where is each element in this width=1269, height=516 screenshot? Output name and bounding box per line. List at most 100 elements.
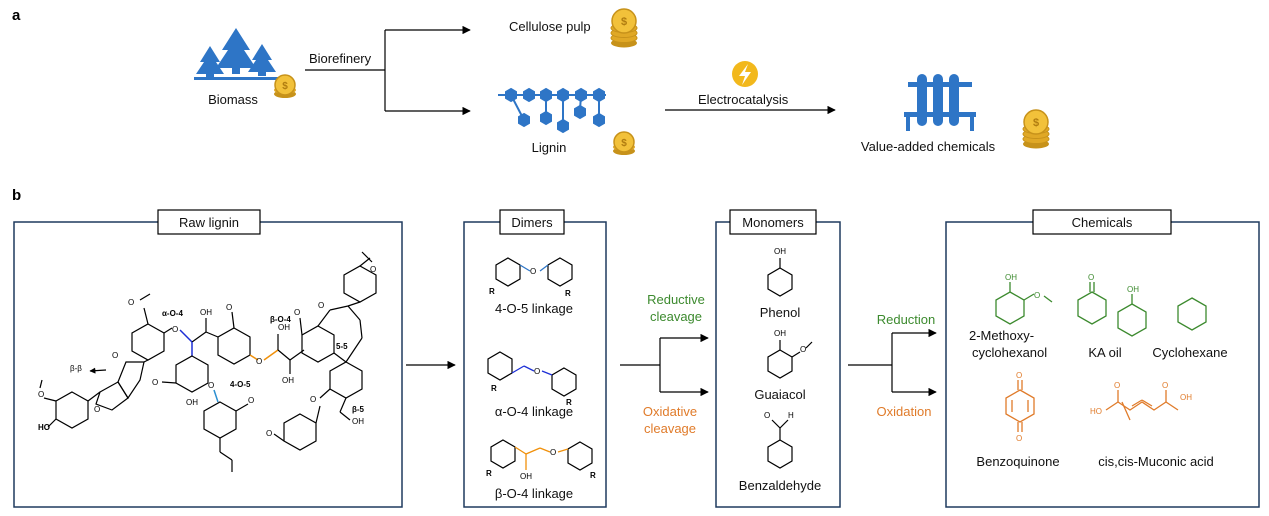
svg-text:OH: OH [520, 472, 532, 481]
svg-text:O: O [248, 396, 254, 405]
cyclohexane-label: Cyclohexane [1152, 345, 1227, 360]
oxidative-label-1: Oxidative [643, 404, 697, 419]
svg-text:OH: OH [774, 247, 786, 256]
oxidation-label: Oxidation [877, 404, 932, 419]
dimer-4-o-5: O R R [489, 257, 573, 298]
svg-text:O: O [310, 395, 316, 404]
svg-text:O: O [266, 429, 272, 438]
coin-stack-icon-2 [1022, 109, 1050, 150]
svg-text:4-O-5: 4-O-5 [230, 380, 251, 389]
dimer-label-3: β-O-4 linkage [495, 486, 573, 501]
dimer-beta-o-4: O OH R R [486, 439, 596, 481]
panel-a-letter: a [12, 7, 21, 24]
methoxycyclohexanol-structure [995, 282, 1053, 325]
monomers-title-box [729, 209, 817, 235]
reductive-label-2: cleavage [650, 309, 702, 324]
chemicals-title-box [1032, 209, 1172, 235]
muconic-acid-label: cis,cis-Muconic acid [1098, 454, 1214, 469]
raw-lignin-title-box [157, 209, 261, 235]
lignin-label: Lignin [532, 140, 567, 155]
svg-text:OH: OH [352, 417, 364, 426]
svg-text:OH: OH [200, 308, 212, 317]
methoxy-label-1: 2-Methoxy- [969, 328, 1034, 343]
svg-text:O: O [172, 325, 178, 334]
lignin-structure: HO O O O β-β O O α-O-4 OH O OH O 4-O-5 [38, 251, 377, 472]
svg-text:O: O [152, 378, 158, 387]
dimer-label-2: α-O-4 linkage [495, 404, 573, 419]
svg-text:O: O [550, 448, 556, 457]
reductive-label-1: Reductive [647, 292, 705, 307]
svg-text:O: O [94, 405, 100, 414]
svg-text:R: R [590, 471, 596, 480]
svg-text:O: O [128, 298, 134, 307]
svg-text:R: R [491, 384, 497, 393]
coin-icon [273, 74, 297, 99]
panel-b-letter: b [12, 187, 21, 204]
svg-text:HO: HO [38, 423, 50, 432]
svg-text:O: O [1034, 291, 1040, 300]
svg-text:O: O [1088, 273, 1094, 282]
oxidative-label-2: cleavage [644, 421, 696, 436]
svg-text:R: R [566, 398, 572, 407]
muconic-acid-structure [1105, 390, 1179, 421]
svg-text:O: O [1162, 381, 1168, 390]
value-added-label: Value-added chemicals [861, 139, 996, 154]
biorefinery-label: Biorefinery [309, 51, 372, 66]
ka-oil-structure [1077, 282, 1147, 337]
coin-stack-icon [610, 8, 638, 49]
svg-text:HO: HO [1090, 407, 1102, 416]
svg-text:5-5: 5-5 [336, 342, 348, 351]
svg-text:OH: OH [774, 329, 786, 338]
forest-icon [194, 28, 284, 80]
svg-text:β-5: β-5 [352, 405, 365, 414]
cyclohexane-structure [1177, 297, 1207, 331]
svg-text:O: O [1016, 434, 1022, 443]
svg-text:O: O [112, 351, 118, 360]
coin-icon-lignin [612, 131, 636, 156]
guaiacol-structure: OH O [767, 329, 813, 379]
svg-text:O: O [800, 345, 806, 354]
cellulose-label: Cellulose pulp [509, 19, 591, 34]
monomers-title: Monomers [742, 215, 804, 230]
svg-text:R: R [565, 289, 571, 298]
svg-text:OH: OH [278, 323, 290, 332]
svg-text:O: O [208, 381, 214, 390]
svg-text:O: O [294, 308, 300, 317]
monomers-box [715, 221, 841, 508]
svg-text:α-O-4: α-O-4 [162, 309, 183, 318]
svg-text:R: R [486, 469, 492, 478]
lightning-icon [732, 61, 758, 87]
dimers-box [463, 221, 607, 508]
svg-text:O: O [534, 367, 540, 376]
svg-text:O: O [370, 265, 376, 274]
svg-text:β-O-4: β-O-4 [270, 315, 291, 324]
dimer-label-1: 4-O-5 linkage [495, 301, 573, 316]
test-tubes-icon [904, 74, 976, 131]
svg-text:OH: OH [1127, 285, 1139, 294]
phenol-structure: OH [767, 247, 793, 297]
svg-text:O: O [764, 411, 770, 420]
svg-text:O: O [1016, 371, 1022, 380]
ka-oil-label: KA oil [1088, 345, 1121, 360]
svg-text:O: O [318, 301, 324, 310]
benzoquinone-structure [1005, 380, 1035, 432]
svg-text:O: O [38, 390, 44, 399]
svg-text:O: O [530, 267, 536, 276]
benzoquinone-label: Benzoquinone [976, 454, 1059, 469]
dimers-title: Dimers [511, 215, 553, 230]
svg-text:O: O [226, 303, 232, 312]
svg-text:R: R [489, 287, 495, 296]
raw-lignin-title: Raw lignin [179, 215, 239, 230]
svg-text:O: O [256, 357, 262, 366]
monomer-label-1: Phenol [760, 305, 801, 320]
benzaldehyde-structure: O H [764, 411, 794, 469]
svg-text:H: H [788, 411, 794, 420]
biomass-label: Biomass [208, 92, 258, 107]
dimers-title-box [499, 209, 565, 235]
monomer-label-2: Guaiacol [754, 387, 805, 402]
reduction-label: Reduction [877, 312, 936, 327]
svg-text:OH: OH [282, 376, 294, 385]
svg-text:β-β: β-β [70, 364, 82, 373]
electrocatalysis-label: Electrocatalysis [698, 92, 789, 107]
